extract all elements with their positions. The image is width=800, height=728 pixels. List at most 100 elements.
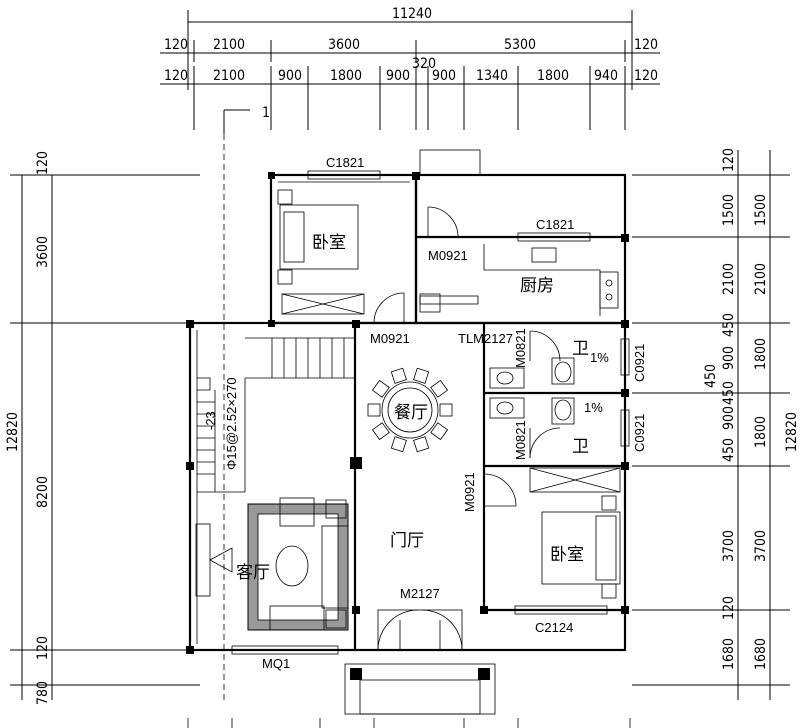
dim-left-1: 3600	[35, 236, 51, 268]
window-bedroom-bottom-label: C2124	[535, 620, 573, 635]
dim-top-r1-2: 3600	[328, 37, 360, 53]
dim-top-r2-8: 940	[594, 68, 618, 84]
dim-top-r1-4: 120	[634, 37, 658, 53]
dining-chair-icon	[371, 379, 390, 398]
dim-top-r1-3: 5300	[504, 37, 536, 53]
dim-right-in-4: 900	[721, 346, 737, 370]
wardrobe-bottom-icon	[529, 467, 621, 493]
sofa-set-icon	[195, 497, 349, 631]
dim-right-out-2: 1800	[753, 338, 769, 370]
room-bath-bottom: 卫	[572, 437, 589, 457]
dim-left-5: 780	[35, 681, 51, 705]
dining-chair-icon	[371, 422, 390, 441]
dim-top-r2-5: 900	[432, 68, 456, 84]
dim-right-total: 12820	[784, 412, 800, 452]
dim-right-in-3: 450	[721, 313, 737, 337]
dim-right-in-7: 900	[721, 406, 737, 430]
dining-chair-icon	[413, 367, 430, 384]
window-bath-bottom-label: C0921	[632, 414, 647, 452]
room-dining: 餐厅	[394, 403, 428, 423]
window-kitchen-label: C1821	[536, 217, 574, 232]
dim-right-mid: 450	[703, 364, 719, 388]
columns	[186, 172, 629, 654]
dining-chair-icon	[413, 436, 430, 453]
dim-right-out-0: 1500	[753, 194, 769, 226]
dim-top-r2-1: 2100	[213, 68, 245, 84]
kitchen-counter-icon	[419, 244, 619, 316]
bed-bottom-icon	[541, 495, 621, 599]
dim-top-r2-4: 900	[386, 68, 410, 84]
door-kitchen: M0921	[427, 206, 468, 263]
room-foyer: 门厅	[390, 531, 424, 551]
dim-top-total: 11240	[392, 6, 432, 22]
dim-left-0: 120	[35, 151, 51, 175]
left-dimensions: 120 3600 12820 8200 120 780	[5, 151, 200, 705]
door-bath-bottom: M0821	[513, 420, 561, 460]
door-bedroom-bottom-label: M0921	[462, 472, 477, 512]
stair-label-b: Φ15@2.52×270	[224, 377, 239, 470]
dim-right-out-3: 1800	[753, 416, 769, 448]
dim-left-2: 12820	[5, 412, 21, 452]
doors: M0921 M0921 TLM2127 M0821 M0821 M0921	[370, 206, 561, 651]
dim-left-4: 120	[35, 636, 51, 660]
stairs: -23 Φ15@2.52×270	[197, 337, 355, 492]
dim-right-in-10: 120	[721, 596, 737, 620]
door-dining-label: TLM2127	[458, 331, 513, 346]
window-bath-top-label: C0921	[632, 344, 647, 382]
dining-chair-icon	[439, 403, 453, 417]
slope-top: 1%	[590, 350, 609, 365]
dim-right-in-5: 450	[721, 381, 737, 405]
bed-top-icon	[277, 189, 365, 315]
top-dimensions: 11240 120 2100 3600 5300 120 320 120 210…	[160, 6, 660, 130]
right-dimensions: 120 1500 2100 450 900 450 450 900 450 37…	[632, 148, 800, 700]
dim-top-r2-9: 120	[634, 68, 658, 84]
dining-chair-icon	[430, 422, 449, 441]
dim-top-r2-0: 120	[164, 68, 188, 84]
section-number: 1	[262, 105, 270, 121]
room-living: 客厅	[236, 563, 270, 583]
door-main-label: M2127	[400, 586, 440, 601]
window-living: MQ1	[231, 645, 339, 671]
door-kitchen-label: M0921	[428, 248, 468, 263]
room-bedroom-top: 卧室	[312, 233, 346, 253]
dim-left-3: 8200	[35, 476, 51, 508]
window-bedroom-top: C1821	[307, 155, 381, 180]
dining-chair-icon	[430, 379, 449, 398]
section-mark: 1	[223, 105, 270, 700]
door-bedroom-bottom: M0921	[462, 472, 517, 512]
dim-right-in-9: 3700	[721, 530, 737, 562]
dining-chair-icon	[390, 436, 407, 453]
entry-steps	[344, 663, 496, 715]
dim-top-mid: 320	[412, 56, 436, 72]
window-bedroom-bottom: C2124	[514, 605, 608, 635]
dim-top-r2-6: 1340	[476, 68, 508, 84]
dining-chairs-icon	[367, 367, 453, 453]
dim-top-r1-0: 120	[164, 37, 188, 53]
dim-top-r2-2: 900	[278, 68, 302, 84]
bottom-ticks	[187, 718, 631, 728]
window-bedroom-top-label: C1821	[326, 155, 364, 170]
dim-right-out-4: 3700	[753, 530, 769, 562]
window-living-label: MQ1	[262, 656, 290, 671]
window-bath-top: C0921	[620, 338, 647, 382]
window-kitchen: C1821	[517, 217, 591, 242]
stair-label-a: -23	[203, 411, 218, 430]
dim-top-r2-7: 1800	[537, 68, 569, 84]
door-bath-bottom-label: M0821	[513, 420, 528, 460]
room-labels: 卧室 厨房 卫 卫 餐厅 门厅 卧室 客厅	[236, 233, 589, 583]
door-bedroom-top-label: M0921	[370, 331, 410, 346]
dim-right-out-1: 2100	[753, 263, 769, 295]
door-bedroom-top: M0921	[370, 292, 410, 346]
dining-chair-icon	[390, 367, 407, 384]
dim-top-r2-3: 1800	[330, 68, 362, 84]
toilet-bottom-icon	[489, 397, 575, 425]
dim-right-in-2: 2100	[721, 263, 737, 295]
dim-right-in-0: 120	[721, 148, 737, 172]
door-bath-top: M0821	[513, 328, 561, 368]
toilet-top-icon	[489, 357, 575, 389]
wardrobe-top-icon	[281, 293, 365, 315]
windows: C1821 C1821 C0921 C0921 C2124 MQ1	[231, 155, 647, 671]
dining-chair-icon	[367, 403, 381, 417]
door-main: M2127	[377, 586, 463, 651]
dining-table-icon	[381, 381, 439, 439]
